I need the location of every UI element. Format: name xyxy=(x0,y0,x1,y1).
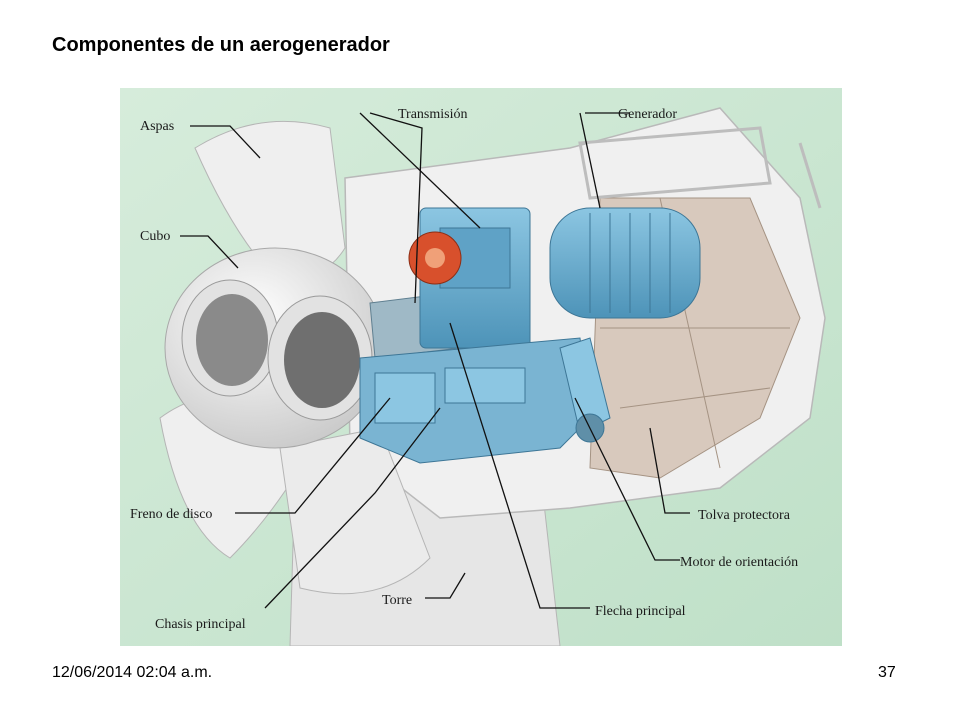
footer-date: 12/06/2014 02:04 a.m. xyxy=(52,664,213,681)
generator-shape xyxy=(549,207,701,319)
label-chasis: Chasis principal xyxy=(155,617,246,632)
yaw-motor-shape xyxy=(559,337,611,434)
slide-title: Componentes de un aerogenerador xyxy=(52,34,390,56)
label-transmision: Transmisión xyxy=(398,107,468,122)
leader-lines xyxy=(180,112,690,609)
turbine-illustration: Aspas Cubo Transmisión Generador Freno d… xyxy=(120,88,842,646)
label-motor: Motor de orientación xyxy=(680,555,798,570)
top-rail xyxy=(578,126,772,200)
label-cubo: Cubo xyxy=(140,229,170,244)
label-tolva: Tolva protectora xyxy=(698,508,791,523)
label-flecha: Flecha principal xyxy=(595,604,686,619)
page-number: 37 xyxy=(878,664,896,681)
wind-turbine-diagram: Aspas Cubo Transmisión Generador Freno d… xyxy=(120,88,842,646)
label-freno: Freno de disco xyxy=(130,507,212,522)
label-torre: Torre xyxy=(382,593,412,608)
label-aspas: Aspas xyxy=(140,119,174,134)
label-generador: Generador xyxy=(618,107,677,122)
